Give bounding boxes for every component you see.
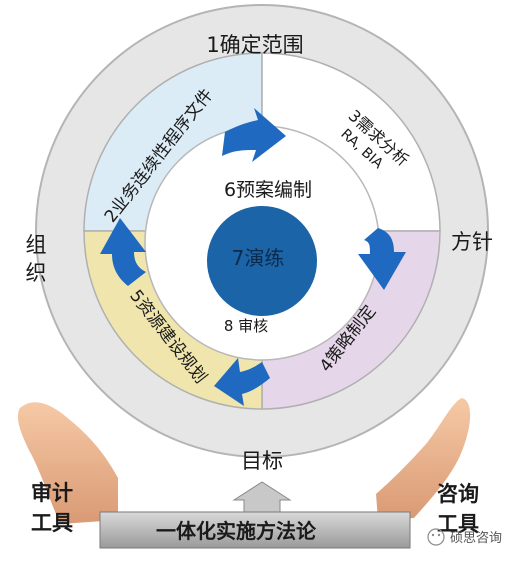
arrow-to-q5 — [214, 358, 270, 406]
wechat-icon-eye-right — [437, 533, 441, 537]
right-hand — [376, 398, 471, 520]
consult-tools-line2: 工具 — [437, 512, 479, 536]
core-circle — [207, 206, 317, 316]
arrow-to-q3 — [222, 108, 286, 162]
outer-label-top: 1确定范围 — [206, 33, 303, 57]
audit-tools-line1: 审计 — [31, 481, 73, 505]
outer-label-bottom: 目标 — [241, 449, 283, 473]
outer-label-left-1: 组 — [26, 233, 47, 257]
inner-plan-label: 6预案编制 — [224, 179, 312, 201]
audit-tools-line2: 工具 — [31, 511, 73, 535]
core-label: 7演练 — [232, 246, 285, 270]
methodology-bar — [99, 511, 411, 549]
arrow-to-q4 — [358, 228, 406, 290]
outer-label-left-2: 织 — [26, 261, 47, 285]
consult-tools-line1: 咨询 — [437, 482, 479, 506]
watermark-text: 硕思咨询 — [450, 531, 502, 546]
up-arrow-icon — [232, 481, 292, 513]
methodology-label: 一体化实施方法论 — [156, 519, 317, 543]
wechat-icon — [427, 528, 445, 546]
arrow-to-q2 — [100, 218, 146, 286]
wechat-icon-eye-left — [431, 533, 435, 537]
left-hand — [17, 402, 118, 524]
outer-label-right: 方针 — [451, 230, 493, 254]
inner-audit-label: 8 审核 — [224, 317, 268, 335]
